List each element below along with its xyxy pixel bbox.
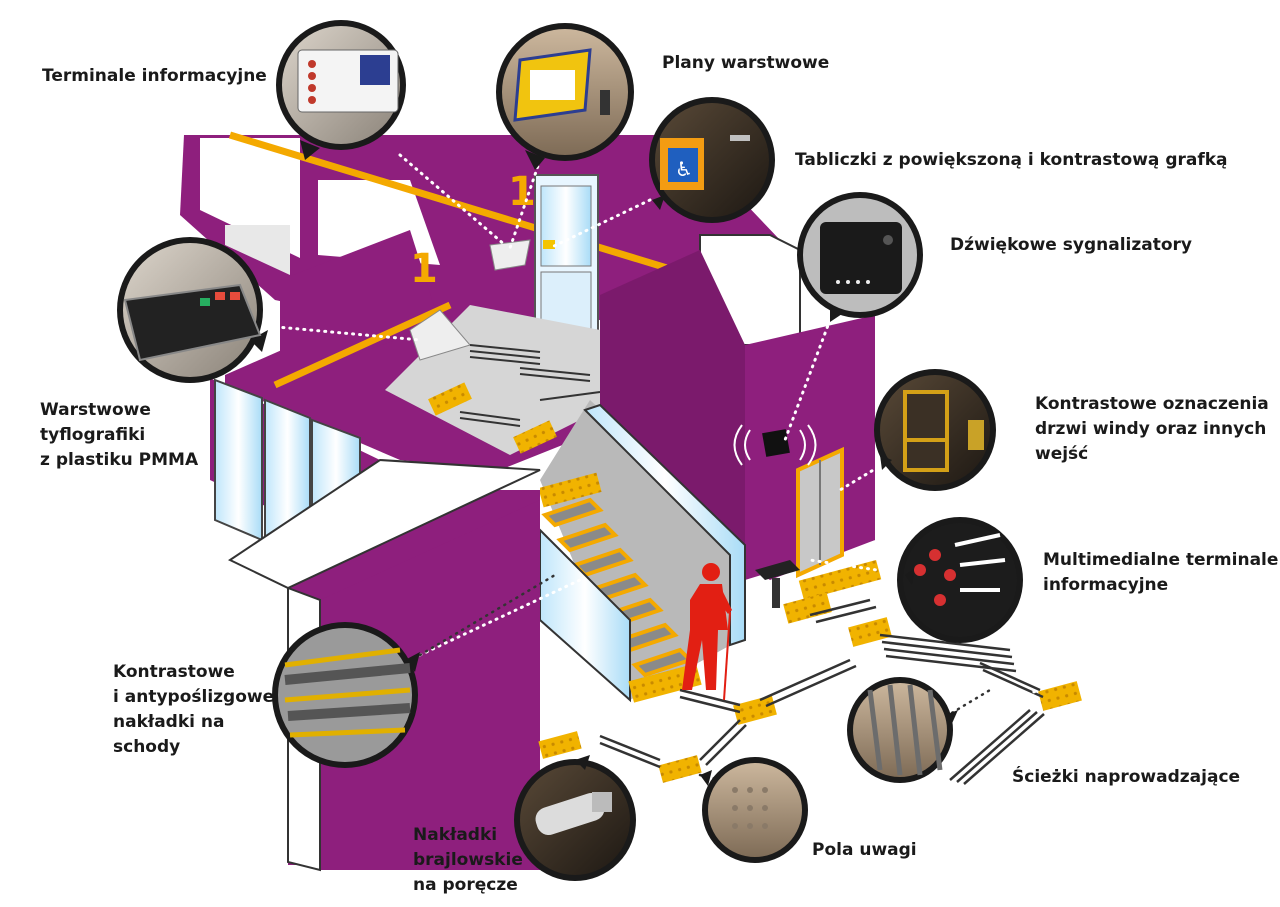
- photo-guide-paths: [847, 677, 958, 783]
- label-guide-paths: Ścieżki naprowadzające: [1012, 767, 1241, 787]
- label-sound: Dźwiękowe sygnalizatory: [950, 235, 1192, 255]
- wheelchair-sign-icon: ♿: [675, 157, 693, 181]
- photo-elevator: [874, 369, 996, 491]
- photo-terminals: [276, 20, 406, 160]
- landing: 1: [225, 230, 601, 470]
- photo-typhlographics: [117, 237, 268, 383]
- blind-person-figure: [682, 563, 732, 701]
- photo-multimedia: [897, 517, 1023, 643]
- label-warning-fields: Pola uwagi: [812, 840, 917, 860]
- photo-plans: [496, 23, 634, 170]
- label-terminals: Terminale informacyjne: [42, 66, 267, 86]
- label-signs: Tabliczki z powiększoną i kontrastową gr…: [795, 150, 1228, 170]
- label-stairs: Kontrastowe i antypoślizgowe nakładki na…: [113, 662, 275, 757]
- leader-lines: [253, 153, 1042, 782]
- label-elevator: Kontrastowe oznaczenia drzwi windy oraz …: [1035, 394, 1269, 464]
- photo-warning-fields: [700, 757, 808, 863]
- label-typhlographics: Warstwowe tyflografiki z plastiku PMMA: [40, 400, 199, 470]
- photo-signs: ♿: [649, 97, 775, 223]
- photo-sound: [797, 192, 923, 322]
- photo-stairs: [272, 622, 420, 768]
- label-braille: Nakładki brajlowskie na poręcze: [413, 825, 523, 895]
- photo-braille: [514, 755, 636, 881]
- floor-number-upper: 1: [508, 169, 536, 215]
- label-plans: Plany warstwowe: [662, 53, 830, 73]
- label-multimedia: Multimedialne terminale informacyjne: [1043, 550, 1279, 595]
- tactile-paths: [538, 559, 1082, 785]
- floor-number-landing: 1: [410, 246, 438, 292]
